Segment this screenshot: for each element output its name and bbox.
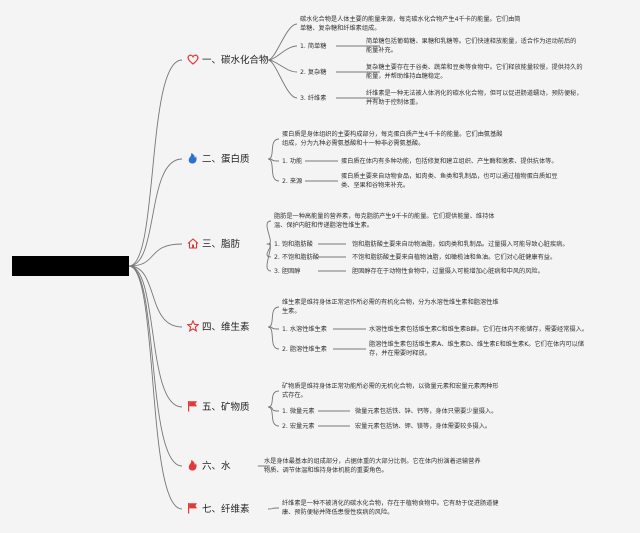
branch-node-6[interactable]: 六、水: [186, 457, 231, 473]
branch-4-item-2-text: 存，并在需要时释放。: [369, 350, 431, 357]
connector-branch-4-item-2: [267, 326, 280, 350]
branch-5-item-1-label[interactable]: 1. 微量元素: [282, 407, 315, 415]
branch-node-2[interactable]: 二、蛋白质: [186, 150, 250, 166]
branch-node-7[interactable]: 七、纤维素: [186, 500, 250, 516]
branch-7-description: 纤维素是一种不被消化的碳水化合物，存在于植物食物中。它有助于促进肠道健: [282, 500, 499, 507]
branch-2-item-2-text: 蛋白质主要来自动物食品，如肉类、鱼类和乳制品，也可以通过植物蛋白质如豆: [341, 173, 558, 180]
branch-3-item-3-label[interactable]: 3. 胆固醇: [274, 267, 301, 275]
branch-1-item-3-text: 并有助于控制体重。: [366, 99, 422, 106]
branch-1-item-2-label[interactable]: 2. 复杂糖: [300, 68, 327, 76]
branch-1-item-1-label[interactable]: 1. 简单糖: [300, 42, 327, 50]
branch-1-item-2-text: 能量，并帮助维持血糖稳定。: [366, 73, 447, 80]
star-icon: [186, 320, 199, 333]
branch-6-description: 水是身体最基本的组成部分，占据体重的大部分比例。它在体内扮演着运输营养: [264, 458, 481, 465]
flag-icon: [186, 400, 199, 413]
root-node[interactable]: [12, 256, 129, 276]
connector-root-branch-6: [128, 265, 183, 467]
branch-1-item-1-text: 简单糖包括葡萄糖、果糖和乳糖等。它们快速释放能量，适合作为运动前后的: [366, 38, 577, 45]
branch-4-item-2-label[interactable]: 2. 脂溶性维生素: [282, 345, 327, 353]
connector-branch-4-desc: [267, 306, 280, 328]
connector-branch-1-item-2: [267, 59, 298, 73]
branch-title-3: 三、脂肪: [202, 239, 241, 250]
branch-2-item-1-text: 蛋白质在体内有多种功能，包括修复和建立组织、产生酶和激素、提供抗体等。: [341, 157, 558, 165]
branch-4-description: 生素。: [282, 308, 301, 315]
connector-branch-3-desc: [266, 220, 272, 245]
branch-5-item-2-text: 宏量元素包括钠、钾、镁等，身体需要较多摄入。: [355, 422, 492, 430]
branch-2-item-2-label[interactable]: 2. 来源: [282, 177, 303, 185]
connector-root-branch-7: [128, 265, 183, 510]
connector-branch-1-item-1: [267, 45, 298, 61]
connector-root-branch-2: [128, 158, 183, 267]
branch-3-item-3-text: 胆固醇存在于动物性食物中，过量摄入可能增加心脏病和中风的风险。: [352, 267, 544, 275]
branch-4-item-1-text: 水溶性维生素包括维生素C和维生素B群。它们在体内不能储存，需要经常摄入。: [369, 325, 588, 333]
branch-3-description: 脂肪是一种高能量的营养素，每克脂肪产生9千卡的能量。它们提供能量、维持体: [274, 213, 495, 220]
connector-branch-5-item-2: [267, 406, 280, 427]
branch-title-4: 四、维生素: [202, 322, 250, 333]
branch-title-5: 五、矿物质: [202, 402, 250, 413]
connector-branch-2-item-2: [267, 158, 280, 182]
flag-icon: [186, 502, 199, 515]
branch-1-item-3-text: 纤维素是一种无法被人体消化的碳水化合物，但可以促进肠道蠕动，预防便秘，: [366, 90, 583, 97]
fire-icon: [186, 459, 199, 472]
branch-2-item-1-label[interactable]: 1. 功能: [282, 157, 303, 165]
branch-1-description: 碳水化合物是人体主要的能量来源，每克碳水化合物产生4千卡的能量。它们由简: [300, 16, 521, 23]
branch-node-1[interactable]: 一、碳水化合物: [186, 51, 269, 67]
branch-node-5[interactable]: 五、矿物质: [186, 398, 250, 414]
branch-1-item-3-label[interactable]: 3. 纤维素: [300, 94, 327, 102]
connector-branch-7-desc: [267, 507, 280, 510]
branch-node-4[interactable]: 四、维生素: [186, 318, 250, 334]
branch-3-item-2-label[interactable]: 2. 不饱和脂肪酸: [274, 253, 319, 261]
home-icon: [186, 237, 199, 250]
branch-1-description: 单糖、复杂糖和纤维素组成。: [300, 25, 381, 32]
branch-1-item-2-text: 复杂糖主要存在于谷类、蔬菜和豆类等食物中。它们释放能量较慢，提供持久的: [366, 64, 583, 71]
branch-1-item-1-text: 能量补充。: [366, 47, 397, 54]
branch-5-description: 式存在。: [282, 392, 307, 399]
branch-7-description: 康、预防便秘并降低患慢性疾病的风险。: [282, 509, 394, 516]
branch-4-item-2-text: 脂溶性维生素包括维生素A、维生素D、维生素E和维生素K。它们在体内可以储: [369, 341, 584, 348]
branch-title-6: 六、水: [202, 461, 231, 472]
connector-branch-5-desc: [267, 390, 280, 408]
branch-5-item-2-label[interactable]: 2. 宏量元素: [282, 422, 315, 430]
branch-5-description: 矿物质是维持身体正常功能所必需的无机化合物，以微量元素和宏量元素两种形: [282, 383, 499, 390]
branch-title-1: 一、碳水化合物: [202, 55, 269, 66]
heart-icon: [186, 53, 199, 66]
branch-title-7: 七、纤维素: [202, 504, 250, 515]
branch-3-item-2-text: 不饱和脂肪酸主要来自植物油脂，如橄榄油和鱼油。它们对心脏健康有益。: [352, 253, 557, 261]
branch-2-item-2-text: 类、坚果和谷物来补充。: [341, 182, 410, 189]
connector-root-branch-4: [128, 265, 183, 328]
connector-branch-1-item-3: [267, 59, 298, 99]
branch-3-item-1-label[interactable]: 1. 饱和脂肪酸: [274, 240, 313, 248]
connector-root-branch-5: [128, 265, 183, 408]
flame-icon: [186, 152, 199, 165]
connector-root-branch-1: [128, 59, 183, 267]
branch-node-3[interactable]: 三、脂肪: [186, 235, 240, 251]
branch-2-description: 蛋白质是身体组织的主要构成部分，每克蛋白质产生4千卡的能量。它们由氨基酸: [282, 131, 503, 138]
connector-branch-2-desc: [267, 138, 280, 160]
branch-5-item-1-text: 微量元素包括铁、锌、钙等，身体只需要少量摄入。: [355, 407, 498, 415]
branch-4-item-1-label[interactable]: 1. 水溶性维生素: [282, 325, 327, 333]
branch-4-description: 维生素是维持身体正常运作所必需的有机化合物，分为水溶性维生素和脂溶性维: [282, 299, 499, 306]
branch-3-item-1-text: 饱和脂肪酸主要来自动物油脂，如肉类和乳制品。过量摄入可能导致心脏疾病。: [352, 240, 569, 248]
connector-branch-1-desc: [267, 23, 298, 61]
connector-branch-3-item-3: [266, 243, 272, 272]
branch-2-description: 组成，分为九种必需氨基酸和十一种非必需氨基酸。: [282, 140, 425, 147]
branch-title-2: 二、蛋白质: [202, 154, 250, 165]
branch-3-description: 温、保护内脏和传递脂溶性维生素。: [274, 222, 373, 229]
connector-root-branch-3: [128, 243, 183, 267]
branch-6-description: 物质、调节体温和维持身体机能的重要角色。: [264, 467, 388, 474]
